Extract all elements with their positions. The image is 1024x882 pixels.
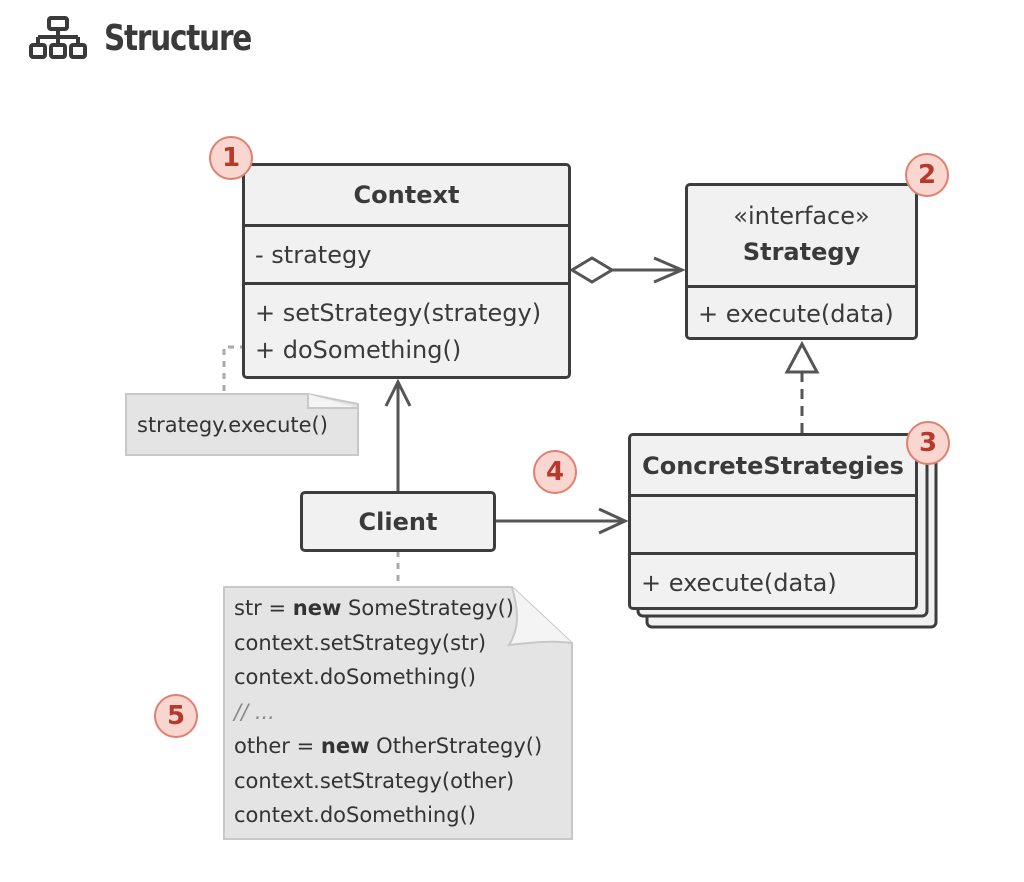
code-line-3: context.doSomething() [234,665,476,689]
strategy-method-execute: + execute(data) [698,300,894,328]
context-methods: + setStrategy(strategy) + doSomething() [245,282,568,369]
badge-4: 4 [533,450,577,494]
context-method-dosomething: + doSomething() [255,336,462,364]
concrete-method-execute: + execute(data) [641,569,837,597]
context-method-setstrategy: + setStrategy(strategy) [255,299,542,327]
client-to-concrete-arrow [495,507,629,535]
code-line-6: context.setStrategy(other) [234,768,515,793]
note-connectors [222,345,400,587]
context-field-strategy: - strategy [255,241,372,269]
code-line-4: // ... [234,699,275,724]
strategy-methods: + execute(data) [688,285,915,337]
badge-3: 3 [906,421,950,465]
page-header: Structure [28,8,283,68]
concrete-strategies-class: ConcreteStrategies + execute(data) [628,433,918,610]
code-line-5: other = new OtherStrategy() [234,734,543,758]
context-fields: - strategy [245,224,568,282]
client-to-context-arrow [384,378,412,492]
implements-arrow [784,340,820,434]
aggregation-arrow [569,256,686,284]
context-class-name: Context [353,181,460,209]
strategy-interface: «interface» Strategy + execute(data) [685,183,918,340]
code-line-1: str = new SomeStrategy() [234,596,514,620]
context-class: Context - strategy + setStrategy(strateg… [242,163,571,379]
badge-5: 5 [154,694,198,738]
badge-1: 1 [209,136,253,180]
concrete-methods: + execute(data) [631,552,915,607]
client-note-code: str = new SomeStrategy() context.setStra… [234,591,542,833]
page-title: Structure [104,17,252,59]
strategy-class-name: Strategy [742,238,861,266]
concrete-fields [631,494,915,552]
note-shapes [125,393,573,840]
client-class-name: Client [358,508,438,536]
badge-2: 2 [905,153,949,197]
client-class: Client [300,491,496,552]
hierarchy-icon [29,16,87,59]
strategy-stereotype: «interface» [733,202,870,230]
concrete-class-name: ConcreteStrategies [642,452,904,480]
context-note-text: strategy.execute() [137,413,328,437]
code-line-7: context.doSomething() [234,803,476,827]
strategy-header: «interface» Strategy [688,186,915,285]
code-line-2: context.setStrategy(str) [234,630,487,655]
